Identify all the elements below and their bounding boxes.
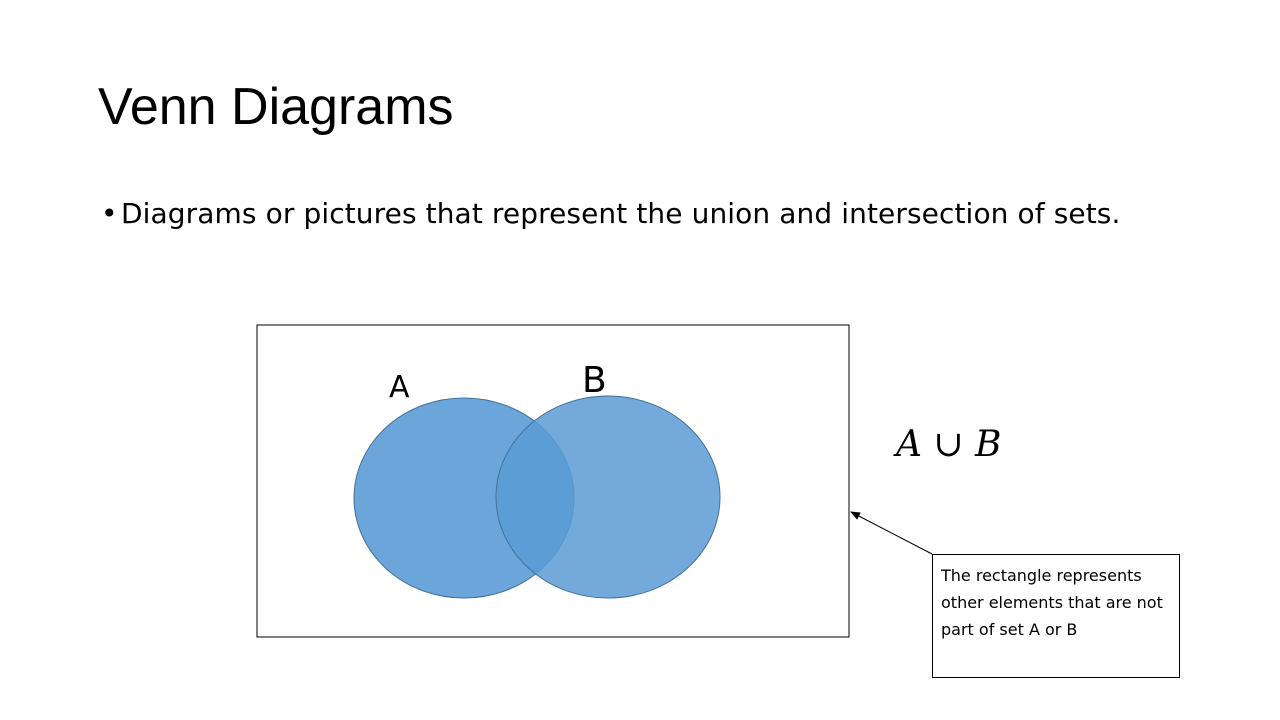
bullet-dot-icon: •: [101, 197, 118, 230]
bullet-point: • Diagrams or pictures that represent th…: [101, 196, 1141, 232]
bullet-text: Diagrams or pictures that represent the …: [121, 197, 1121, 230]
set-b-circle: [495, 395, 721, 599]
union-expression: A ∪ B: [896, 424, 1002, 465]
slide-title: Venn Diagrams: [98, 78, 454, 136]
set-b-label: B: [582, 360, 607, 401]
callout-box: The rectangle represents other elements …: [932, 554, 1180, 678]
callout-arrow: [850, 511, 933, 555]
set-a-label: A: [389, 370, 410, 405]
universal-set-rectangle: [256, 324, 850, 638]
